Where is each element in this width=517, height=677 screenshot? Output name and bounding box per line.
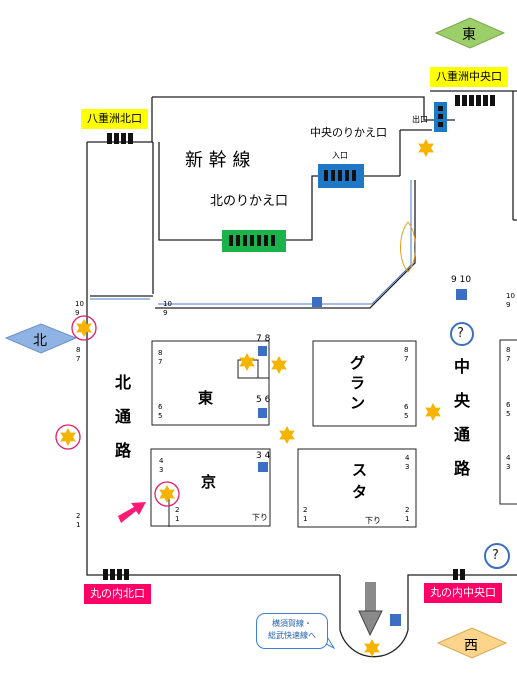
gate-yaesu-north <box>107 133 133 144</box>
callout-bubble: 横須賀線・ 総武快速線へ <box>256 613 328 649</box>
block-suta-label: ス タ <box>352 459 367 503</box>
north-passage-char: 通 <box>114 407 131 426</box>
rail-lines <box>90 180 412 305</box>
star-marker-icon <box>364 639 380 657</box>
star-markers <box>60 139 441 657</box>
central-passage-char: 路 <box>453 459 470 478</box>
central-passage-char: 央 <box>453 391 470 410</box>
gate-shinkansen-north <box>222 230 286 252</box>
platform-5-6: 5 6 <box>256 395 271 405</box>
star-marker-icon <box>239 353 255 371</box>
star-marker-icon <box>159 485 175 503</box>
exit-marunouchi-north[interactable]: 丸の内北口 <box>84 584 151 604</box>
platform-7-8: 7 8 <box>256 334 271 344</box>
star-marker-icon <box>76 319 92 337</box>
down-label-suta: 下り <box>365 516 381 525</box>
compass-east-label: 東 <box>462 27 476 43</box>
elevator-markers <box>258 289 467 626</box>
central-passage-char: 中 <box>453 357 470 376</box>
callout-line: 横須賀線・ <box>272 619 312 628</box>
info-mark-top[interactable]: ? <box>457 326 464 341</box>
star-marker-icon <box>425 403 441 421</box>
exit-yaesu-north[interactable]: 八重洲北口 <box>81 109 148 129</box>
star-marker-icon <box>60 428 76 446</box>
block-guran-label: グ ラ ン <box>350 353 365 413</box>
guran-char: ン <box>350 394 366 412</box>
gate-yaesu-central <box>455 95 495 106</box>
exit-marunouchi-central[interactable]: 丸の内中央口 <box>424 583 502 603</box>
block-east-label: 東 <box>198 389 214 407</box>
block-kyo-label: 京 <box>201 473 217 491</box>
gate-marunouchi-north <box>103 569 129 580</box>
gate-marunouchi-central <box>453 569 465 580</box>
gate-shinkansen-central <box>318 164 364 188</box>
suta-char: ス <box>352 461 368 479</box>
guran-char: グ <box>350 354 366 372</box>
pink-rings <box>55 315 180 507</box>
suta-char: タ <box>352 483 368 501</box>
north-passage-label: 北 通 路 <box>113 366 133 468</box>
star-marker-icon <box>279 426 295 444</box>
gates <box>103 95 495 580</box>
north-passage-char: 路 <box>114 441 131 460</box>
platform-blocks <box>150 339 517 528</box>
exit-yaesu-central[interactable]: 八重洲中央口 <box>430 67 508 87</box>
down-label-kyo: 下り <box>252 513 268 522</box>
callout-line: 総武快速線へ <box>268 631 316 640</box>
compass-east-shape <box>434 17 506 49</box>
info-circles <box>450 322 510 569</box>
guran-char: ラ <box>350 374 366 392</box>
shinkansen-label: 新 幹 線 <box>185 150 251 171</box>
passage-arc <box>400 221 416 273</box>
central-transfer-label: 中央のりかえ口 <box>310 126 387 139</box>
entrance-label: 入口 <box>332 151 348 160</box>
central-passage-label: 中 央 通 路 <box>452 350 472 486</box>
compass-north-label: 北 <box>33 333 47 349</box>
star-marker-icon <box>418 139 434 157</box>
star-marker-icon <box>271 356 287 374</box>
gate-shinkansen-exit <box>434 102 447 132</box>
compass-west-shape <box>436 627 508 659</box>
down-arrow-icon <box>358 582 383 637</box>
central-passage-char: 通 <box>453 425 470 444</box>
platform-3-4: 3 4 <box>256 451 271 461</box>
exit-label: 出口 <box>412 115 428 124</box>
concourse-outline <box>86 90 517 658</box>
north-transfer-label: 北のりかえ口 <box>210 194 289 209</box>
pink-arrow-icon <box>118 502 146 523</box>
compass-west-label: 西 <box>464 638 478 654</box>
compass-north-shape <box>4 323 78 354</box>
info-mark-bottom[interactable]: ? <box>492 548 499 563</box>
platform-9-10: 9 10 <box>451 275 472 285</box>
north-passage-char: 北 <box>114 373 131 392</box>
